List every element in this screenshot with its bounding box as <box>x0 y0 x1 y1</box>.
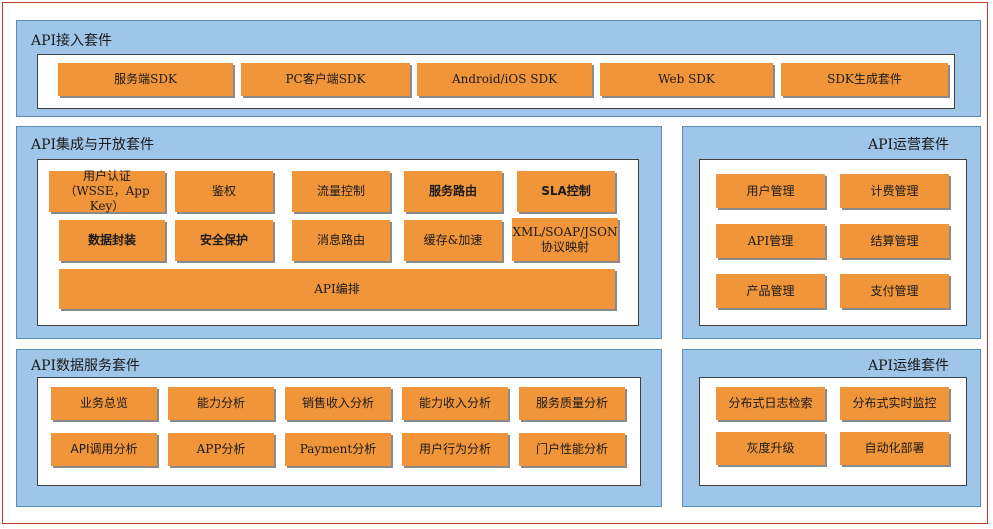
payment-analysis-box: Payment分析 <box>285 433 391 466</box>
service-quality-analysis-box: 服务质量分析 <box>519 387 625 420</box>
capability-revenue-analysis-box: 能力收入分析 <box>402 387 508 420</box>
api-maintenance-suite-title: API运维套件 <box>868 358 950 374</box>
security-protection-box: 安全保护 <box>175 220 273 261</box>
automated-deployment-box: 自动化部署 <box>840 432 949 465</box>
distributed-realtime-monitoring-box: 分布式实时监控 <box>840 387 949 420</box>
app-analysis-box: APP分析 <box>168 433 274 466</box>
distributed-log-search-box: 分布式日志检索 <box>716 387 825 420</box>
payment-management-box: 支付管理 <box>840 274 949 308</box>
sales-revenue-analysis-box: 销售收入分析 <box>285 387 391 420</box>
pc-client-sdk-box: PC客户端SDK <box>241 63 410 96</box>
api-orchestration-box: API编排 <box>59 269 615 309</box>
product-management-box: 产品管理 <box>716 274 825 308</box>
gray-upgrade-box: 灰度升级 <box>716 432 825 465</box>
android-ios-sdk-box: Android/iOS SDK <box>417 63 592 96</box>
api-data-service-suite-title: API数据服务套件 <box>31 358 141 374</box>
capability-analysis-box: 能力分析 <box>168 387 274 420</box>
api-call-analysis-box: API调用分析 <box>51 433 157 466</box>
api-integration-suite-title: API集成与开放套件 <box>31 137 155 153</box>
api-access-suite-title: API接入套件 <box>31 33 113 49</box>
user-management-box: 用户管理 <box>716 174 825 208</box>
portal-performance-analysis-box: 门户性能分析 <box>519 433 625 466</box>
api-operation-suite-title: API运营套件 <box>868 137 950 153</box>
data-encapsulation-box: 数据封装 <box>59 220 165 261</box>
billing-management-box: 计费管理 <box>840 174 949 208</box>
api-management-box: API管理 <box>716 224 825 258</box>
protocol-mapping-box: XML/SOAP/JSON 协议映射 <box>512 218 618 261</box>
sla-control-box: SLA控制 <box>517 171 615 212</box>
outer-frame <box>2 2 988 524</box>
server-sdk-box: 服务端SDK <box>58 63 233 96</box>
message-routing-box: 消息路由 <box>292 220 390 261</box>
sdk-generation-box: SDK生成套件 <box>781 63 948 96</box>
web-sdk-box: Web SDK <box>600 63 773 96</box>
traffic-control-box: 流量控制 <box>292 171 390 212</box>
settlement-management-box: 结算管理 <box>840 224 949 258</box>
cache-acceleration-box: 缓存&加速 <box>404 220 502 261</box>
user-auth-box: 用户认证 （WSSE，App Key） <box>49 169 165 213</box>
business-overview-box: 业务总览 <box>51 387 157 420</box>
service-routing-box: 服务路由 <box>404 171 502 212</box>
authorization-box: 鉴权 <box>175 171 273 212</box>
user-behavior-analysis-box: 用户行为分析 <box>402 433 508 466</box>
